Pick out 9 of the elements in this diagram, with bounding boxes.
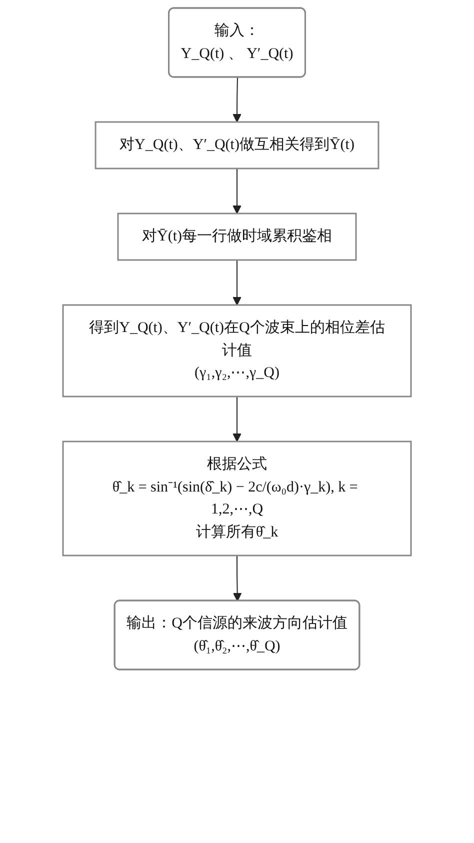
arrow xyxy=(232,260,242,306)
node-box: 根据公式 θ̂_k = sin⁻¹(sin(δ̂_k) − 2c/(ω₀d)·γ_k), k = 1,2,⋯,Q 计算所有θ̂_k xyxy=(62,440,412,556)
arrow xyxy=(232,168,242,214)
arrow xyxy=(232,555,242,602)
node-box: 对Y_Q(t)、Y′_Q(t)做互相关得到Ȳ(t) xyxy=(94,121,380,170)
node-box: 对Ȳ(t)每一行做时域累积鉴相 xyxy=(117,212,357,261)
arrow xyxy=(232,77,242,122)
arrow xyxy=(232,396,242,442)
node-box: 得到Y_Q(t)、Y′_Q(t)在Q个波束上的相位差估计值 (γ₁,γ₂,⋯,γ_Q) xyxy=(62,304,412,398)
